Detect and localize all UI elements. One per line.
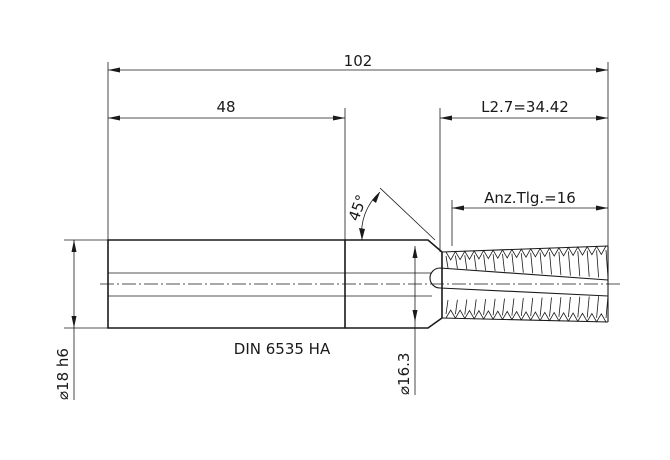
dimension-chamfer-angle: 45° xyxy=(345,187,436,241)
tool-thread-section xyxy=(429,245,609,323)
thread-tooth-line xyxy=(445,255,449,269)
thread-tooth-line xyxy=(605,249,609,279)
thread-tooth-line xyxy=(502,298,505,316)
thread-tooth-line xyxy=(511,298,515,316)
thread-tooth-line xyxy=(445,299,449,315)
thread-tooth-line xyxy=(464,299,468,315)
thread-tooth-line xyxy=(568,251,571,276)
chamfer-angle-label: 45° xyxy=(345,192,371,223)
thread-tooth-line xyxy=(492,254,496,271)
thread-tooth-line xyxy=(464,255,468,270)
tool-neck xyxy=(345,239,443,329)
shank-length-label: 48 xyxy=(216,98,235,116)
thread-tooth-line xyxy=(530,252,534,274)
thread-tooth-line xyxy=(473,254,477,270)
thread-tooth-line xyxy=(558,251,562,276)
thread-tooth-line xyxy=(596,250,599,278)
thread-tooth-line xyxy=(520,253,524,273)
thread-tooth-line xyxy=(549,252,552,275)
thread-tooth-line xyxy=(558,297,562,317)
dimension-overall-length: 102 xyxy=(107,52,609,246)
thread-tooth-line xyxy=(549,297,552,317)
thread-tooth-line xyxy=(511,253,515,273)
thread-tooth-line xyxy=(568,296,571,318)
thread-tooth-line xyxy=(473,299,477,315)
thread-tooth-line xyxy=(483,254,486,271)
thread-tooth-line xyxy=(577,296,581,318)
thread-tooth-line xyxy=(539,297,543,317)
thread-tooth-line xyxy=(530,297,534,317)
thread-tooth-line xyxy=(586,250,590,277)
thread-tooth-line xyxy=(596,296,599,318)
dimension-teeth-count: Anz.Tlg.=16 xyxy=(451,189,608,246)
overall-length-label: 102 xyxy=(344,52,373,70)
dimension-shank-diameter: ⌀18 h6 xyxy=(54,239,108,400)
thread-tooth-line xyxy=(605,295,609,319)
standard-label: DIN 6535 HA xyxy=(234,340,331,358)
thread-tooth-line xyxy=(520,298,524,316)
thread-tooth-line xyxy=(455,255,458,269)
thread-length-label: L2.7=34.42 xyxy=(481,98,569,116)
thread-tooth-line xyxy=(577,251,581,277)
thread-tooth-line xyxy=(502,253,505,272)
dimension-thread-length: L2.7=34.42 xyxy=(439,98,608,252)
thread-tooth-line xyxy=(539,252,543,274)
thread-tooth-line xyxy=(455,299,458,315)
thread-tooth-line xyxy=(483,299,486,315)
teeth-count-label: Anz.Tlg.=16 xyxy=(484,189,576,207)
dimension-shank-length: 48 xyxy=(108,98,346,240)
dimension-neck-diameter: ⌀16.3 xyxy=(395,246,418,395)
thread-tooth-line xyxy=(492,298,496,316)
shank-diameter-label: ⌀18 h6 xyxy=(54,348,72,400)
thread-tooth-line xyxy=(586,296,590,318)
neck-diameter-label: ⌀16.3 xyxy=(395,353,413,395)
